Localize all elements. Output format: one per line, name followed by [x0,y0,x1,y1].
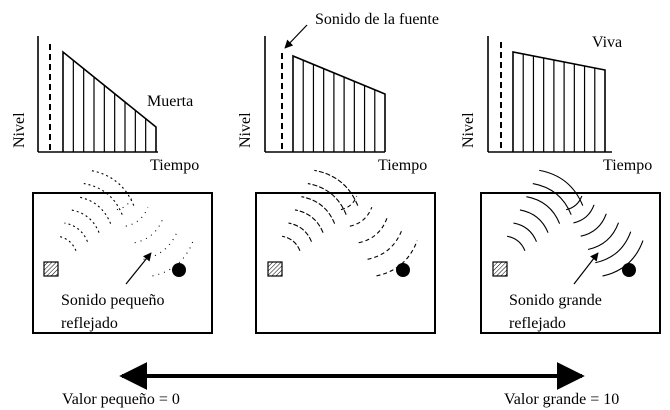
panel-live: Nivel Tiempo Viva Sonido grande reflejad… [460,34,661,334]
decay-label-live: Viva [592,34,622,51]
room-box [255,192,436,334]
decay-envelope [512,51,606,152]
wavefront-arc [83,183,123,215]
wavefront-arc [513,222,538,242]
scale-left-label: Valor pequeño = 0 [62,391,180,408]
decay-graph-dead: Nivel Tiempo Muerta [11,36,199,174]
wavefront-arc [307,183,347,215]
source-callout-arrow [284,24,308,49]
caption-line2-dead: reflejado [61,315,118,332]
caption-line2-live: reflejado [509,315,566,332]
callout-arrow [125,252,152,285]
wavefront-arc [64,222,89,242]
wavefront-arc [281,235,301,251]
reflection-waves-large [506,169,644,277]
wavefront-arc [77,196,112,224]
wavefront-arc [580,213,607,237]
decay-graph-middle: Nivel Tiempo Sonido de la fuente [237,11,439,174]
caption-line1-dead: Sonido pequeño [61,292,165,309]
room-live: Sonido grande reflejado [480,169,661,334]
room-dead: Sonido pequeño reflejado [32,169,213,334]
wavefront-arc [349,206,373,227]
wavefront-arc [566,195,583,211]
decay-graph-live: Nivel Tiempo Viva [460,34,652,174]
filled-circle-icon [172,263,186,277]
wavefront-arc [340,195,358,211]
wavefront-arc [134,218,164,244]
wavefront-arc [587,222,620,251]
wavefront-arc [70,209,100,233]
y-axis-label: Nivel [460,112,477,148]
wavefront-arc [358,218,388,244]
wavefront-arc [519,209,549,233]
wavefront-arc [288,222,313,242]
caption-line1-live: Sonido grande [509,292,602,309]
wavefront-arc [506,235,526,251]
wavefront-arc [376,240,418,277]
decay-envelope [62,50,157,152]
hatched-square-icon [43,261,59,277]
room-box [32,192,213,334]
wavefront-arc [90,169,135,206]
x-axis-label: Tiempo [150,157,199,174]
wavefront-arc [314,169,359,206]
room-box [480,192,661,334]
wavefront-arc [526,196,561,224]
room-middle [255,169,436,334]
source-callout-label: Sonido de la fuente [315,11,439,28]
wavefront-arc [57,235,77,251]
wavefront-arc [602,240,644,277]
decay-outline [292,54,386,152]
y-axis-label: Nivel [11,112,28,148]
decay-envelope [292,54,386,152]
filled-circle-icon [396,263,410,277]
decay-outline [62,50,157,152]
x-axis-label: Tiempo [378,157,427,174]
wavefront-arc [595,231,632,264]
wavefront-arc [532,183,572,215]
x-axis-label: Tiempo [603,157,652,174]
wavefront-arc [116,195,134,211]
hatched-square-icon [492,261,508,277]
scale-right-label: Valor grande = 10 [504,391,619,408]
decay-outline [512,51,606,152]
wavefront-arc [367,229,403,260]
decay-label-dead: Muerta [147,93,193,110]
callout-arrow [573,252,599,285]
hatched-square-icon [267,261,283,277]
panel-middle: Nivel Tiempo Sonido de la fuente [237,11,439,334]
value-scale: Valor pequeño = 0 Valor grande = 10 [62,362,619,408]
y-axis-label: Nivel [237,112,254,148]
reflection-waves-medium [281,169,418,277]
wavefront-arc [301,196,336,224]
panel-dead: Nivel Tiempo Muerta Sonido pequeño refle… [11,36,213,334]
wavefront-arc [125,206,149,227]
wavefront-arc [573,204,595,224]
reflection-waves-small [57,169,194,277]
wavefront-arc [294,209,324,233]
wavefront-arc [539,169,584,206]
filled-circle-icon [622,263,636,277]
